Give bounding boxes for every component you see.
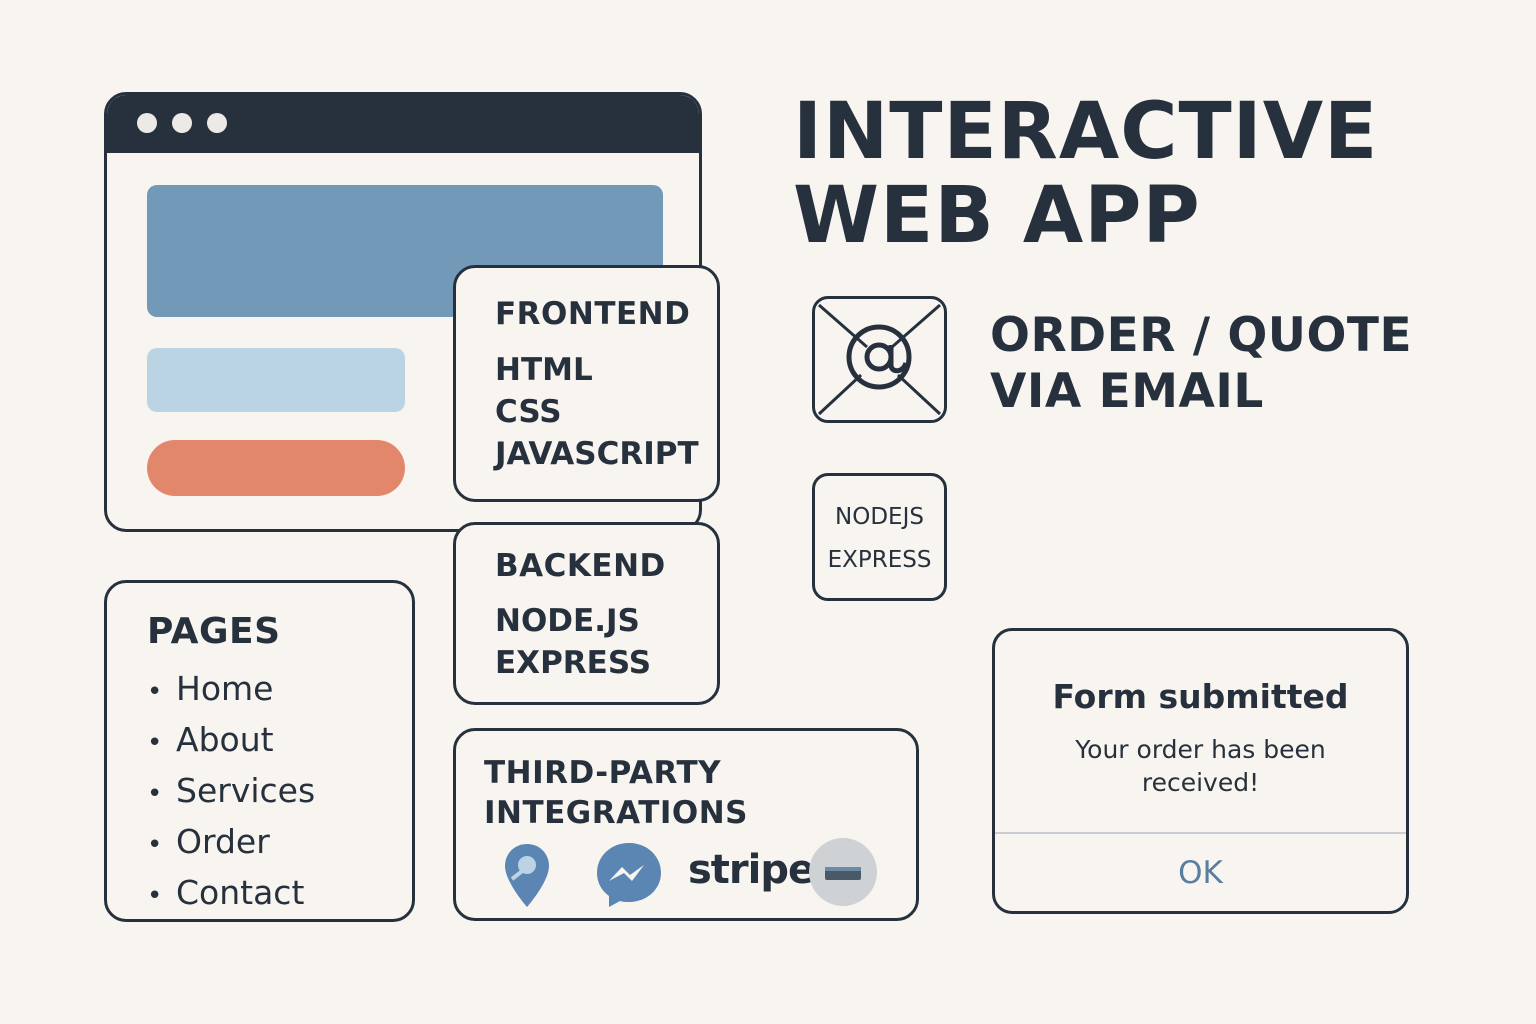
list-item[interactable]: • Services bbox=[147, 767, 315, 818]
confirmation-dialog: Form submitted Your order has been recei… bbox=[992, 628, 1409, 914]
integrations-title-line: INTEGRATIONS bbox=[484, 795, 749, 831]
email-caption-line: VIA EMAIL bbox=[990, 364, 1264, 419]
window-dot-icon bbox=[172, 113, 192, 133]
bullet-icon: • bbox=[147, 881, 163, 911]
integrations-title-line: THIRD-PARTY bbox=[484, 755, 722, 791]
backend-title: BACKEND bbox=[495, 548, 666, 584]
dialog-message: Your order has been received! bbox=[1075, 735, 1326, 797]
page-title: INTERACTIVE WEB APP bbox=[793, 90, 1413, 258]
dialog-title: Form submitted bbox=[1052, 677, 1349, 716]
page-label: Order bbox=[176, 822, 270, 861]
list-item[interactable]: • Home bbox=[147, 665, 315, 716]
server-card: NODEJS EXPRESS bbox=[812, 473, 947, 601]
list-item[interactable]: • Order bbox=[147, 818, 315, 869]
server-line: EXPRESS bbox=[827, 547, 932, 573]
bullet-icon: • bbox=[147, 830, 163, 860]
pages-card: PAGES • Home • About • Services • Order • Con… bbox=[104, 580, 415, 922]
title-line: WEB APP bbox=[793, 171, 1201, 261]
backend-card: BACKEND NODE.JS EXPRESS bbox=[453, 522, 720, 705]
frontend-item: JAVASCRIPT bbox=[495, 436, 699, 472]
page-label: Services bbox=[176, 771, 316, 810]
integrations-card: THIRD-PARTY INTEGRATIONS stripe bbox=[453, 728, 919, 921]
frontend-title: FRONTEND bbox=[495, 296, 691, 332]
card-icon bbox=[809, 838, 877, 906]
email-caption: ORDER / QUOTE VIA EMAIL bbox=[990, 308, 1430, 420]
pages-list: • Home • About • Services • Order • Contact bbox=[147, 665, 315, 920]
email-caption-line: ORDER / QUOTE bbox=[990, 308, 1413, 363]
list-item[interactable]: • About bbox=[147, 716, 315, 767]
bullet-icon: • bbox=[147, 728, 163, 758]
frontend-card: FRONTEND HTML CSS JAVASCRIPT bbox=[453, 265, 720, 502]
bullet-icon: • bbox=[147, 779, 163, 809]
ok-button[interactable]: OK bbox=[1178, 855, 1223, 891]
window-dot-icon bbox=[207, 113, 227, 133]
backend-item: NODE.JS bbox=[495, 603, 640, 639]
pages-title: PAGES bbox=[147, 611, 281, 652]
server-line: NODEJS bbox=[835, 504, 924, 530]
content-bar bbox=[147, 348, 405, 412]
page-label: Contact bbox=[176, 873, 305, 912]
page-label: Home bbox=[176, 669, 274, 708]
dialog-divider bbox=[995, 832, 1406, 834]
map-pin-icon bbox=[505, 844, 549, 907]
frontend-item: HTML bbox=[495, 352, 593, 388]
stripe-logo: stripe bbox=[688, 847, 815, 893]
envelope-icon bbox=[817, 303, 942, 416]
frontend-item: CSS bbox=[495, 394, 562, 430]
cta-button-mockup bbox=[147, 440, 405, 496]
bullet-icon: • bbox=[147, 677, 163, 707]
page-label: About bbox=[176, 720, 274, 759]
list-item[interactable]: • Contact bbox=[147, 869, 315, 920]
messenger-icon bbox=[597, 843, 661, 907]
browser-titlebar bbox=[107, 95, 699, 153]
title-line: INTERACTIVE bbox=[793, 87, 1379, 177]
backend-item: EXPRESS bbox=[495, 645, 652, 681]
email-at-icon bbox=[812, 296, 947, 423]
window-dot-icon bbox=[137, 113, 157, 133]
